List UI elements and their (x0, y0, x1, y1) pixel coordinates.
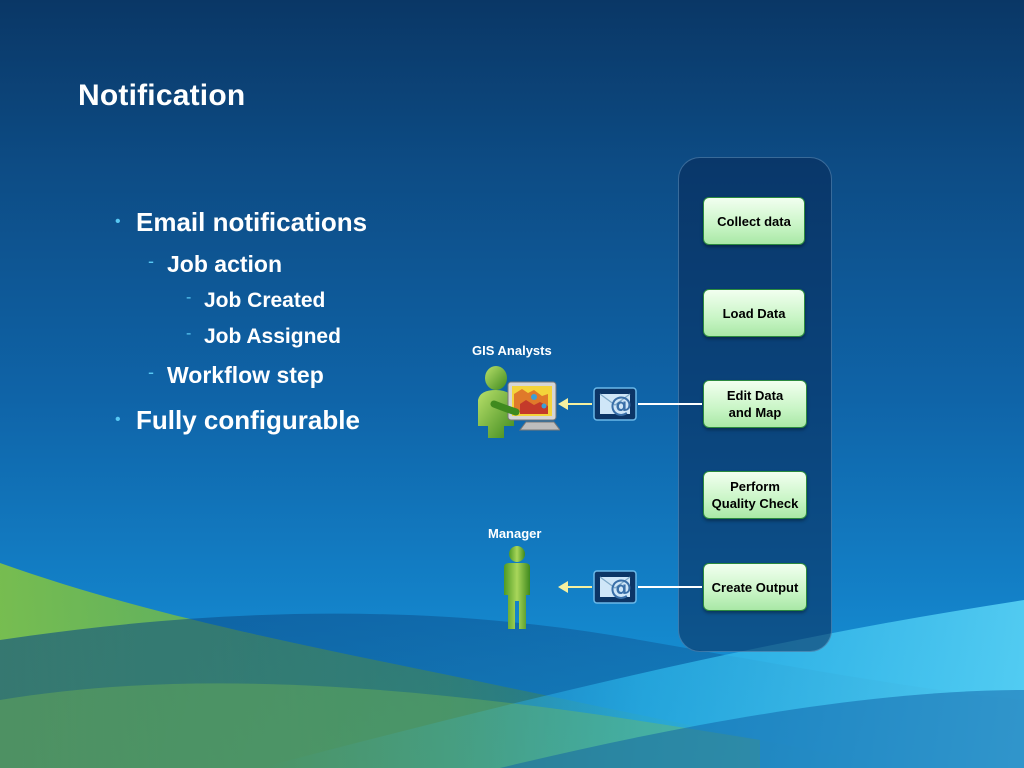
bullet-marker: • (115, 411, 121, 428)
bullet-item: - Job Created (186, 289, 326, 313)
bullet-text: Fully configurable (136, 405, 360, 435)
workflow-step-quality-check: Perform Quality Check (703, 471, 807, 519)
svg-text:@: @ (610, 576, 632, 601)
email-notification-connector: @ (558, 387, 702, 421)
bullet-marker: - (186, 325, 192, 342)
bullet-text: Job Created (204, 289, 326, 312)
bullet-text: Job action (167, 251, 283, 277)
workflow-step-collect-data: Collect data (703, 197, 805, 245)
workflow-step-create-output: Create Output (703, 563, 807, 611)
bullet-item: - Job action (148, 251, 283, 278)
bullet-item: - Workflow step (148, 362, 324, 389)
workflow-step-edit-data: Edit Data and Map (703, 380, 807, 428)
bullet-text: Job Assigned (204, 325, 341, 348)
email-envelope-icon: @ (593, 387, 637, 421)
svg-text:@: @ (610, 393, 632, 418)
manager-label: Manager (488, 526, 542, 541)
slide-title: Notification (78, 79, 246, 112)
bullet-list: • Email notifications - Job action - Job… (0, 0, 460, 768)
bullet-item: • Fully configurable (115, 405, 360, 436)
email-envelope-icon: @ (593, 570, 637, 604)
bullet-text: Email notifications (136, 207, 368, 237)
gis-analysts-label: GIS Analysts (472, 343, 552, 358)
bullet-marker: - (148, 362, 154, 382)
bullet-item: - Job Assigned (186, 325, 341, 349)
bullet-marker: - (148, 251, 154, 271)
manager-person-icon (504, 546, 530, 629)
bullet-text: Workflow step (167, 362, 324, 388)
analyst-at-computer-icon (478, 366, 560, 438)
bullet-marker: • (115, 213, 121, 230)
workflow-step-load-data: Load Data (703, 289, 805, 337)
email-notification-connector: @ (558, 570, 702, 604)
bullet-marker: - (186, 289, 192, 306)
bullet-item: • Email notifications (115, 207, 368, 238)
